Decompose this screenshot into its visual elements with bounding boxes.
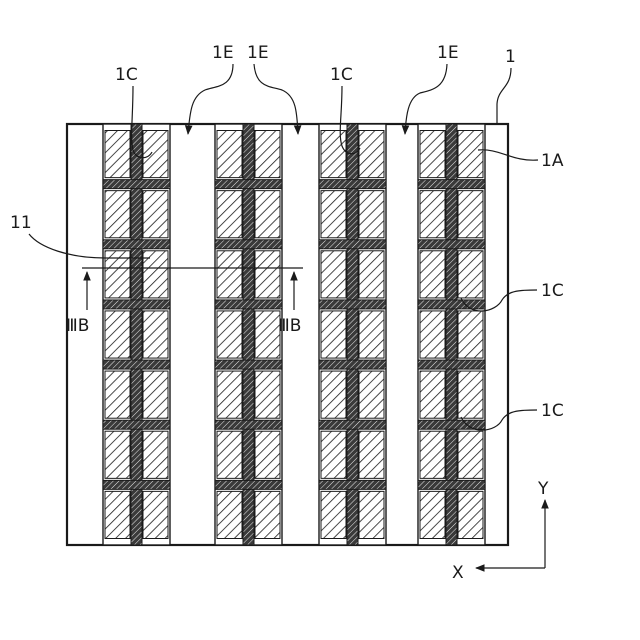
pixel-cell [217,371,242,418]
pixel-cell [359,491,384,538]
horizontal-bus-line [215,180,282,189]
horizontal-bus-line [418,180,485,189]
label-1c-top-left: 1C [115,65,138,85]
pixel-cell [143,191,168,238]
horizontal-bus-line [418,360,485,369]
label-1c-right-upper: 1C [541,281,564,301]
pixel-cell [255,191,280,238]
pixel-cell [359,191,384,238]
label-1e-left-group: 1E [188,43,234,134]
axis-x-label: X [452,563,464,583]
axis-y-label: Y [537,479,549,499]
label-1: 1 [505,47,516,67]
pixel-cell [321,131,346,178]
pixel-cell [217,311,242,358]
pixel-cell [321,311,346,358]
pixel-cell [458,371,483,418]
pixel-cell [359,251,384,298]
horizontal-bus-line [103,180,170,189]
horizontal-bus-line [215,240,282,249]
horizontal-bus-line [103,480,170,489]
pixel-cell [359,431,384,478]
horizontal-bus-line [103,420,170,429]
pixel-cell [217,131,242,178]
pixel-cell [105,131,130,178]
pixel-cell [458,131,483,178]
pixel-cell [217,431,242,478]
pixel-cell [321,191,346,238]
label-1c-right-lower: 1C [541,401,564,421]
horizontal-bus-line [103,360,170,369]
pixel-cell [143,491,168,538]
horizontal-bus-line [215,480,282,489]
label-1c-top-right: 1C [330,65,353,85]
pixel-cell [217,251,242,298]
horizontal-bus-line [418,240,485,249]
horizontal-bus-line [103,300,170,309]
pixel-cell [255,311,280,358]
pixel-cell [420,131,445,178]
section-label-right: ⅢB [278,316,301,336]
pixel-cell [420,371,445,418]
horizontal-bus-line [418,420,485,429]
pixel-cell [217,191,242,238]
horizontal-bus-line [418,480,485,489]
pixel-cell [143,311,168,358]
label-1e-right: 1E [437,43,459,63]
horizontal-bus-line [319,180,386,189]
pixel-cell [105,311,130,358]
pixel-cell [359,371,384,418]
label-11: 11 [10,213,32,233]
pixel-cell [420,311,445,358]
pixel-cell [321,371,346,418]
label-1e-middle-group: 1E [247,43,298,134]
label-1e-left: 1E [212,43,234,63]
pixel-cell [105,431,130,478]
horizontal-bus-line [319,300,386,309]
pixel-cell [321,431,346,478]
horizontal-bus-line [319,420,386,429]
pixel-cell [321,491,346,538]
pixel-cell [458,311,483,358]
pixel-cell [255,251,280,298]
label-1a: 1A [541,151,564,171]
pixel-cell [420,491,445,538]
pixel-cell [255,431,280,478]
pixel-cell [217,491,242,538]
pixel-cell [458,251,483,298]
pixel-cell [359,311,384,358]
horizontal-bus-line [418,300,485,309]
label-1-group: 1 [497,47,516,124]
pixel-cell [143,131,168,178]
horizontal-bus-line [215,300,282,309]
pixel-cell [105,191,130,238]
pixel-cell [458,491,483,538]
pixel-cell [105,491,130,538]
horizontal-bus-line [319,480,386,489]
pixel-cell [143,371,168,418]
pixel-cell [458,191,483,238]
pixel-cell [143,431,168,478]
pixel-cell [420,431,445,478]
pixel-cell [255,371,280,418]
pixel-cell [420,251,445,298]
pixel-cell [420,191,445,238]
section-label-left: ⅢB [66,316,89,336]
pixel-cell [359,131,384,178]
pixel-cell [321,251,346,298]
pixel-cell [255,131,280,178]
label-1e-right-group: 1E [405,43,459,134]
horizontal-bus-line [103,240,170,249]
horizontal-bus-line [215,420,282,429]
pixel-cell [458,431,483,478]
pixel-cell [105,371,130,418]
horizontal-bus-line [319,360,386,369]
horizontal-bus-line [319,240,386,249]
pixel-cell [255,491,280,538]
label-1e-middle: 1E [247,43,269,63]
horizontal-bus-line [215,360,282,369]
